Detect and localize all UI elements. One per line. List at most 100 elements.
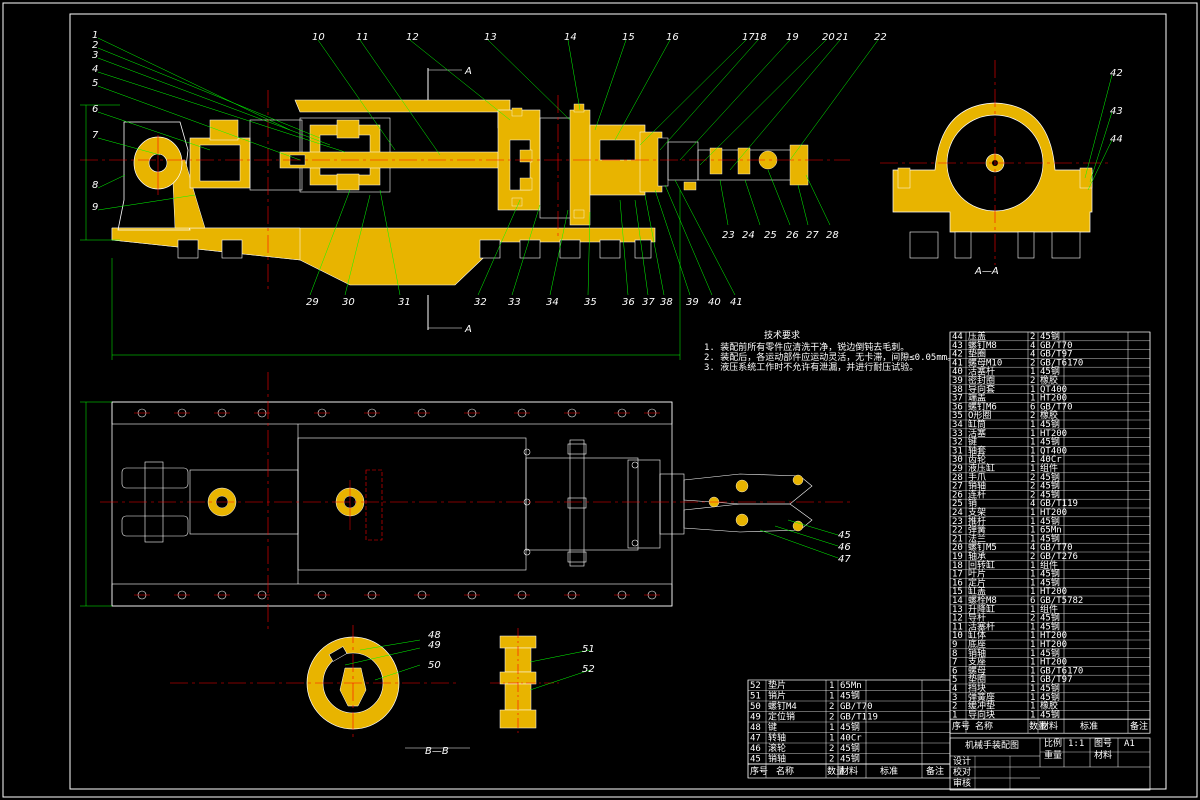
bom-no: 49 (750, 713, 761, 723)
bom-qty: 2 (1030, 376, 1035, 386)
weight-label: 重量 (1044, 749, 1062, 761)
bom-qty: 1 (1030, 464, 1035, 474)
bom-name: 导杆 (968, 612, 986, 624)
bom-no: 14 (952, 596, 963, 606)
bom-no: 21 (952, 534, 963, 544)
bom-qty: 6 (1030, 402, 1035, 412)
bom-name: 垫圈 (968, 348, 986, 360)
bom-material: 组件 (1040, 462, 1058, 474)
balloon-44: 44 (1110, 134, 1123, 145)
bom-name: 垫圈 (968, 673, 986, 685)
balloon-8: 8 (92, 180, 98, 191)
bom-material: HT200 (1040, 640, 1067, 650)
bom-material: 40Cr (840, 734, 862, 744)
bom-material: 组件 (1040, 603, 1058, 615)
bom-qty: 2 (829, 755, 834, 765)
balloon-10: 10 (312, 32, 325, 43)
bom-name: 销片 (768, 690, 786, 702)
bom-qty: 1 (1030, 605, 1035, 615)
bom-qty: 1 (1030, 658, 1035, 668)
bom-qty: 2 (1030, 411, 1035, 421)
balloon-42: 42 (1110, 68, 1123, 79)
bom-no: 18 (952, 561, 963, 571)
bom-no: 31 (952, 446, 963, 456)
bom-material: 65Mn (1040, 526, 1062, 536)
bom-material: 45钢 (1040, 532, 1060, 544)
check-label: 审核 (953, 777, 971, 789)
bom-qty: 2 (1030, 490, 1035, 500)
bom-name: 挡块 (968, 682, 986, 694)
bom-qty: 1 (1030, 649, 1035, 659)
bom-no: 9 (952, 640, 957, 650)
bom-no: 27 (952, 482, 963, 492)
balloon-5: 5 (92, 78, 98, 89)
bom-name: 销轴 (968, 647, 986, 659)
balloon-50: 50 (428, 660, 441, 671)
bom-qty: 2 (1030, 332, 1035, 342)
bom-qty: 1 (1030, 438, 1035, 448)
bom-name: 滚轮 (768, 742, 786, 754)
scale-label: 比例 (1044, 737, 1062, 749)
bom-name: 垫片 (768, 679, 786, 691)
bom-header-name: 名称 (975, 720, 993, 732)
bom-material: 橡胶 (1040, 374, 1058, 386)
bom-name: 叶片 (968, 568, 986, 580)
bom-no: 40 (952, 367, 963, 377)
balloon-40: 40 (708, 297, 721, 308)
bom-name: 活塞杆 (968, 365, 995, 377)
bom-name: 缸体 (968, 629, 986, 641)
bom-material: GB/T119 (840, 713, 878, 723)
balloon-36: 36 (622, 297, 635, 308)
bom-header-no: 序号 (750, 765, 768, 777)
bom-name: 销轴 (768, 753, 786, 765)
bom-name: 升降缸 (968, 603, 995, 615)
tech-requirements: 技术要求 1. 装配前所有零件应清洗干净，锐边倒钝去毛刺。 2. 装配后，各运动… (704, 329, 956, 373)
bom-material: 45钢 (840, 721, 860, 733)
balloon-33: 33 (508, 297, 521, 308)
bom-material: HT200 (1040, 394, 1067, 404)
balloon-46: 46 (838, 542, 851, 553)
plan-view (80, 372, 850, 630)
bom-qty: 1 (1030, 508, 1035, 518)
main-section-view (80, 68, 850, 360)
bom-no: 2 (952, 702, 957, 712)
bom-no: 28 (952, 473, 963, 483)
bom-qty: 1 (1030, 702, 1035, 712)
bom-name: 端盖 (968, 392, 986, 404)
bom-no: 47 (750, 734, 761, 744)
title-block: 机械手装配图 比例 重量 1:1 图号 材料 A1 设计 校对 审核 (953, 737, 1135, 789)
bom-qty: 1 (1030, 367, 1035, 377)
bom-material: GB/T6170 (1040, 358, 1083, 368)
balloon-38: 38 (660, 297, 673, 308)
bom-name: 支座 (968, 656, 986, 668)
balloon-1: 1 (92, 30, 98, 41)
bom-no: 38 (952, 385, 963, 395)
bom-no: 13 (952, 605, 963, 615)
bom-no: 30 (952, 455, 963, 465)
balloon-41: 41 (730, 297, 743, 308)
bom-material: 45钢 (1040, 515, 1060, 527)
bom-material: 组件 (1040, 559, 1058, 571)
balloon-45: 45 (838, 530, 851, 541)
bom-name: 手爪 (968, 471, 986, 483)
bom-no: 44 (952, 332, 963, 342)
section-view-a (880, 60, 1113, 265)
balloon-4: 4 (92, 64, 98, 75)
bom-no: 41 (952, 358, 963, 368)
bom-qty: 1 (1030, 666, 1035, 676)
bom-qty: 1 (1030, 631, 1035, 641)
drawing-title: 机械手装配图 (965, 739, 1019, 751)
tech-item-3: 3. 液压系统工作时不允许有泄漏，并进行耐压试验。 (704, 361, 918, 373)
bom-name: 弹簧座 (968, 691, 995, 703)
bom-name: 支架 (968, 506, 986, 518)
bom-material: HT200 (1040, 508, 1067, 518)
bom-qty: 1 (1030, 429, 1035, 439)
bom-name: 螺钉M8 (968, 340, 997, 351)
bom-no: 33 (952, 429, 963, 439)
bom-material: GB/T6170 (1040, 666, 1083, 676)
balloon-18: 18 (754, 32, 767, 43)
bom-no: 48 (750, 723, 761, 733)
bom-qty: 2 (1030, 358, 1035, 368)
bom-no: 51 (750, 692, 761, 702)
bom-header-note: 备注 (926, 765, 944, 777)
